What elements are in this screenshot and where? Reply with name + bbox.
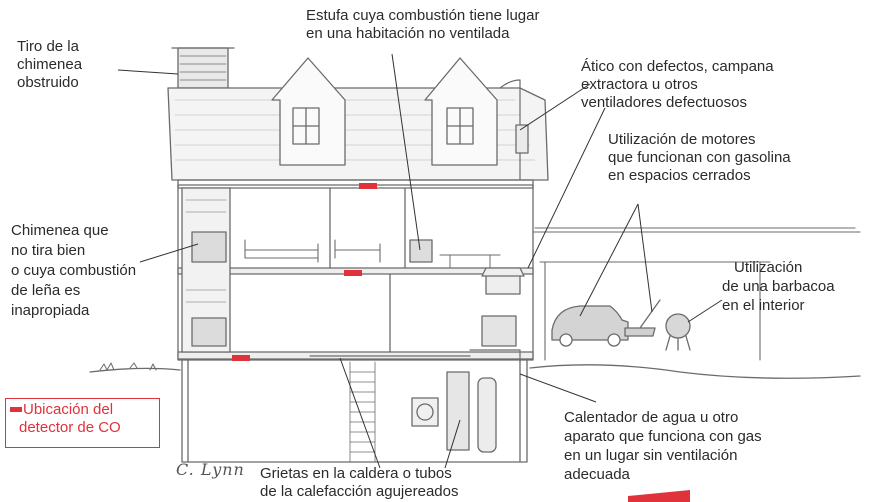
- legend-text: Ubicación del detector de CO: [19, 401, 121, 437]
- label-line: en el interior: [722, 297, 805, 314]
- ground-line: [89, 364, 861, 379]
- co-detector-marker: [359, 183, 377, 189]
- callout-barbecue: [687, 299, 723, 323]
- label-fireplace: Chimenea que no tira bien o cuya combust…: [11, 221, 136, 321]
- bed-left: [244, 239, 319, 263]
- callout-fireplace: [139, 243, 199, 263]
- label-line: Utilización de motores: [608, 131, 756, 148]
- basement: [181, 358, 528, 463]
- callout-attic-b: [527, 107, 606, 269]
- label-stove: Estufa cuya combustión tiene lugar en un…: [306, 7, 539, 43]
- label-attic: Ático con defectos, campana extractora u…: [581, 58, 774, 112]
- label-line: obstruido: [17, 74, 79, 91]
- label-line: no tira bien: [11, 242, 86, 259]
- label-line: en un lugar sin ventilación: [564, 447, 738, 464]
- bed-right: [334, 239, 381, 263]
- label-furnace: Grietas en la caldera o tubos de la cale…: [260, 465, 458, 501]
- label-line: o cuya combustión: [11, 262, 137, 279]
- label-line: Calentador de agua u otro: [564, 409, 739, 426]
- label-engines: Utilización de motores que funcionan con…: [608, 131, 791, 185]
- stairs: [349, 361, 376, 463]
- car: [551, 305, 629, 341]
- label-barbecue: Utilización de una barbacoa en el interi…: [722, 258, 835, 315]
- legend-line: detector de CO: [19, 419, 121, 436]
- label-line: extractora u otros: [581, 76, 698, 93]
- label-line: Tiro de la: [17, 38, 79, 55]
- label-line: Grietas en la caldera o tubos: [260, 465, 452, 482]
- label-line: en espacios cerrados: [608, 167, 751, 184]
- label-line: en una habitación no ventilada: [306, 25, 510, 42]
- callout-stove: [391, 53, 421, 251]
- room-stove: [409, 239, 433, 263]
- heating-duct: [309, 349, 521, 363]
- co-detector-marker: [344, 270, 362, 276]
- label-line: adecuada: [564, 466, 630, 483]
- dormer-left: [271, 57, 346, 166]
- label-line: Estufa cuya combustión tiene lugar: [306, 7, 540, 24]
- callout-attic-a: [519, 83, 591, 131]
- range-hood: [481, 267, 525, 295]
- callout-chimney: [117, 69, 179, 75]
- label-line: chimenea: [17, 56, 83, 73]
- callout-furnace-a: [339, 357, 381, 469]
- callout-lines: [117, 53, 723, 469]
- legend-swatch: [10, 407, 22, 412]
- washer: [411, 397, 439, 427]
- callout-furnace-b: [444, 419, 461, 469]
- label-line: Ático con defectos, campana: [581, 58, 774, 75]
- co-detector-marker: [232, 355, 250, 361]
- label-line: que funcionan con gasolina: [608, 149, 791, 166]
- label-line: inapropiada: [11, 302, 90, 319]
- legend-line: Ubicación del: [23, 401, 114, 418]
- chimney-stack: [177, 47, 229, 89]
- callout-water-heater: [519, 373, 597, 403]
- label-line: aparato que funciona con gas: [564, 428, 762, 445]
- label-chimney-blocked: Tiro de la chimenea obstruido: [17, 38, 82, 92]
- water-heater: [477, 377, 497, 453]
- barbecue-grill: [665, 313, 691, 339]
- artist-signature: C. Lynn: [176, 460, 245, 479]
- legend-box: Ubicación del detector de CO: [5, 398, 160, 448]
- label-line: de leña es: [11, 282, 81, 299]
- grass: [99, 362, 157, 371]
- callout-engines-a: [579, 203, 639, 317]
- label-line: Utilización: [734, 259, 803, 276]
- furnace: [446, 371, 470, 451]
- dormer-right: [424, 57, 498, 166]
- garage: [532, 227, 861, 361]
- label-line: ventiladores defectuosos: [581, 94, 747, 111]
- label-water-heater: Calentador de agua u otro aparato que fu…: [564, 408, 762, 484]
- page-corner-mark: [628, 490, 690, 502]
- oven: [481, 315, 517, 347]
- callout-engines-b: [637, 203, 653, 313]
- label-line: de la calefacción agujereados: [260, 483, 459, 500]
- label-line: Chimenea que: [11, 222, 109, 239]
- lawn-mower: [624, 299, 661, 337]
- label-line: de una barbacoa: [722, 278, 835, 295]
